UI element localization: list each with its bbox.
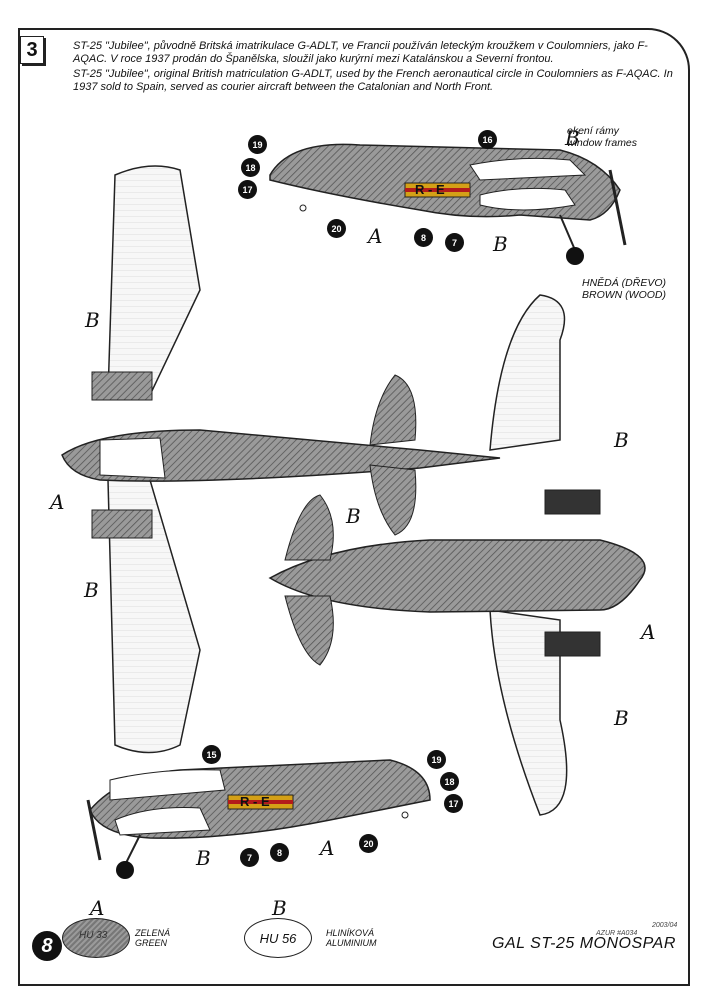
legend-a-swatch — [62, 918, 130, 958]
callout-b-right-lower: B — [614, 706, 629, 730]
description: ST-25 "Jubilee", původně Britská imatrik… — [73, 40, 673, 96]
marking-18-top: 18 — [241, 158, 260, 177]
marking-8-bottom: 8 — [270, 843, 289, 862]
callout-a-left: A — [50, 490, 65, 514]
legend-a-cz: ZELENÁ — [135, 928, 171, 938]
bottom-view-right — [268, 294, 646, 816]
legend-a-text: ZELENÁ GREEN — [135, 928, 170, 948]
window-note: okení rámy window frames — [567, 125, 637, 149]
footer-title: GAL ST-25 MONOSPAR — [492, 935, 676, 952]
description-cz: ST-25 "Jubilee", původně Britská imatrik… — [73, 40, 648, 65]
page-frame — [18, 28, 690, 986]
marking-17-bottom: 17 — [444, 794, 463, 813]
marking-19-bottom: 19 — [427, 750, 446, 769]
side-view-top — [269, 143, 627, 265]
window-note-en: window frames — [567, 137, 638, 149]
marking-19-top: 19 — [248, 135, 267, 154]
marking-20-bottom: 20 — [359, 834, 378, 853]
brown-note-cz: HNĚDÁ (DŘEVO) — [582, 277, 667, 289]
callout-b-window: B — [565, 126, 580, 150]
callout-b-left-lower: B — [84, 578, 99, 602]
legend-b-en: ALUMINIUM — [326, 938, 377, 948]
marking-7-bottom: 7 — [240, 848, 259, 867]
footer-date: 2003/04 — [652, 922, 678, 929]
callout-b-right-upper: B — [614, 428, 629, 452]
window-note-cz: okení rámy — [567, 125, 619, 137]
page-number: 8 — [32, 931, 62, 961]
marking-17-top: 17 — [238, 180, 257, 199]
brown-note-en: BROWN (WOOD) — [582, 289, 667, 301]
marking-8-top: 8 — [414, 228, 433, 247]
marking-20-top: 20 — [327, 219, 346, 238]
legend-a-en: GREEN — [135, 938, 168, 948]
legend-b-cz: HLINÍKOVÁ — [326, 928, 375, 938]
callout-b-tail: B — [346, 504, 361, 528]
legend-b-swatch: HU 56 — [244, 918, 312, 958]
legend-b-letter: B — [272, 896, 287, 920]
callout-b-side-top: B — [493, 232, 508, 256]
callout-a-side-top: A — [368, 224, 383, 248]
footer-ref: AZUR #A034 — [596, 930, 638, 937]
callout-b-left-wing: B — [85, 308, 100, 332]
description-en: ST-25 "Jubilee", original British matric… — [73, 68, 673, 93]
top-view-left — [61, 165, 501, 754]
legend-b-code: HU 56 — [259, 930, 297, 946]
registration-bottom: R - E — [240, 794, 270, 809]
legend-a-code: HU 33 — [79, 930, 108, 941]
marking-18-bottom: 18 — [440, 772, 459, 791]
callout-a-right: A — [641, 620, 656, 644]
registration-top: R - E — [415, 182, 445, 197]
marking-7-top: 7 — [445, 233, 464, 252]
marking-15-bottom: 15 — [202, 745, 221, 764]
legend-b-text: HLINÍKOVÁ ALUMINIUM — [326, 928, 377, 948]
step-number: 3 — [20, 36, 44, 64]
legend-a-letter: A — [90, 896, 105, 920]
callout-a-side-bottom: A — [320, 836, 335, 860]
brown-note: HNĚDÁ (DŘEVO) BROWN (WOOD) — [582, 277, 666, 301]
side-view-bottom — [86, 759, 431, 879]
marking-16-top: 16 — [478, 130, 497, 149]
callout-b-side-bottom: B — [196, 846, 211, 870]
